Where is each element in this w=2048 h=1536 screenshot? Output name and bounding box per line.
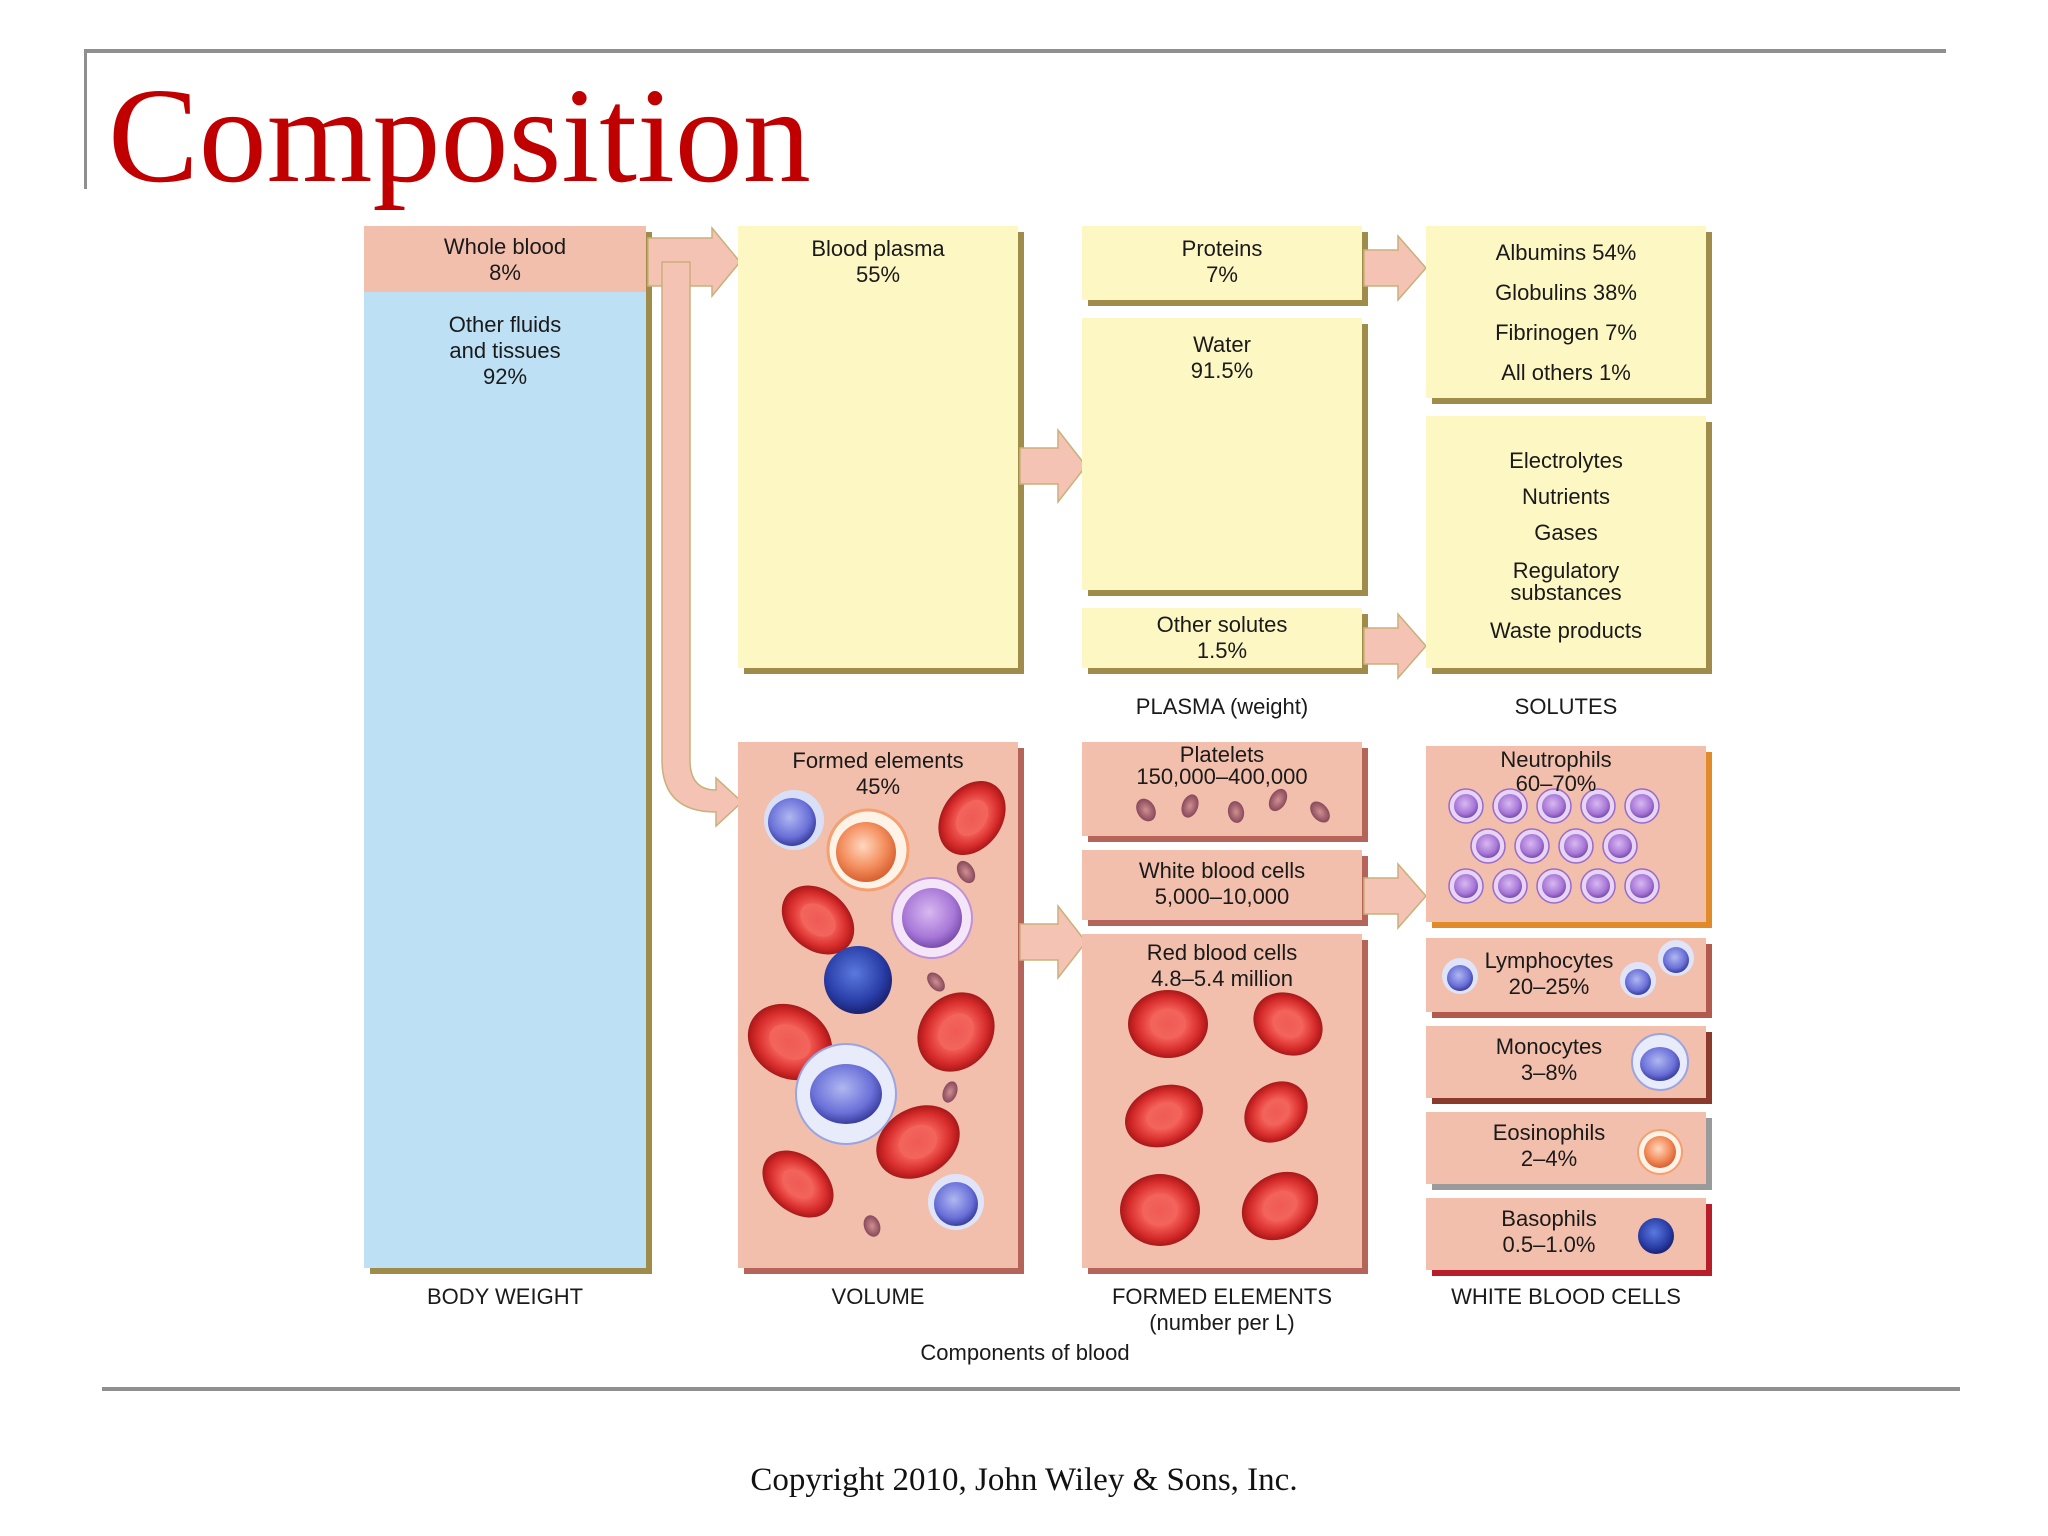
neutrophil-nucleus [1586, 874, 1610, 898]
platelets-box [1082, 742, 1362, 836]
formed-elements-label: Formed elements 45% [792, 748, 964, 799]
red-blood-cell-icon [762, 1150, 834, 1218]
monocyte-icon [795, 1043, 897, 1145]
lymphocytes-icons [1442, 940, 1694, 998]
red-blood-cell-icon [938, 780, 1006, 856]
column-white-blood-cells: WHITE BLOOD CELLS [1451, 1284, 1681, 1309]
neutrophil-nucleus [1520, 834, 1544, 858]
waste-products-label: Waste products [1489, 618, 1643, 643]
other-solutes-label: Other solutes 1.5% [1156, 612, 1288, 663]
other-fluids-box [364, 292, 646, 1268]
wbc-label: White blood cells 5,000–10,000 [1138, 858, 1306, 909]
column-volume: VOLUME [831, 1284, 925, 1309]
monocyte-small-icon [1631, 1033, 1689, 1091]
left-rule [84, 49, 87, 189]
water-label: Water 91.5% [1190, 332, 1254, 383]
albumins-label: Albumins 54% [1495, 240, 1637, 265]
red-blood-cell-icon [1125, 1084, 1203, 1148]
neutrophil-nucleus [1630, 794, 1654, 818]
neutrophil-nucleus [1608, 834, 1632, 858]
fibrinogen-label: Fibrinogen 7% [1495, 320, 1637, 345]
connector-arrows [647, 225, 1427, 981]
top-rule [84, 49, 1946, 53]
basophil-small-icon [1638, 1218, 1674, 1254]
red-blood-cell-icon [1128, 990, 1208, 1058]
neutrophil-nucleus [1476, 834, 1500, 858]
nutrients-label: Nutrients [1521, 484, 1611, 509]
column-formed-elements: FORMED ELEMENTS (number per L) [1111, 1284, 1333, 1335]
neutrophil-nucleus [1586, 794, 1610, 818]
neutrophil-nucleus [1454, 794, 1478, 818]
rbc-box-cells [1120, 990, 1323, 1246]
regulatory-substances-label: Regulatory substances [1510, 558, 1622, 605]
red-blood-cell-icon [917, 992, 995, 1072]
red-blood-cell-icon [1120, 1174, 1200, 1246]
protein-list-box [1426, 226, 1706, 398]
blood-plasma-label: Blood plasma 55% [811, 236, 945, 287]
eosinophils-label: Eosinophils 2–4% [1492, 1120, 1606, 1171]
electrolytes-label: Electrolytes [1509, 448, 1623, 473]
basophils-label: Basophils 0.5–1.0% [1501, 1206, 1597, 1257]
red-blood-cell-icon [876, 1105, 960, 1179]
gases-label: Gases [1534, 520, 1598, 545]
solute-list-box [1426, 416, 1706, 668]
bottom-rule [102, 1387, 1960, 1391]
red-blood-cell-icon [1241, 1171, 1319, 1241]
column-body-weight: BODY WEIGHT [426, 1284, 584, 1309]
lymphocyte-icon [928, 1174, 984, 1230]
lymphocyte-icon [764, 790, 824, 850]
neutrophil-nucleus [1630, 874, 1654, 898]
red-blood-cell-icon [1253, 992, 1323, 1056]
neutrophil-icon [891, 877, 973, 959]
globulins-label: Globulins 38% [1495, 280, 1637, 305]
red-blood-cell-icon [781, 885, 855, 955]
formed-elements-cells [747, 780, 1006, 1237]
rbc-label: Red blood cells 4.8–5.4 million [1146, 940, 1298, 991]
neutrophils-grid [1448, 788, 1660, 904]
monocytes-label: Monocytes 3–8% [1495, 1034, 1603, 1085]
neutrophil-nucleus [1542, 794, 1566, 818]
eosinophil-small-icon [1637, 1129, 1683, 1175]
neutrophil-nucleus [1542, 874, 1566, 898]
platelets-label: Platelets 150,000–400,000 [1136, 742, 1308, 789]
proteins-box [1082, 226, 1362, 300]
column-plasma: PLASMA (weight) [1135, 694, 1309, 719]
platelet-icon [863, 860, 976, 1237]
neutrophils-label: Neutrophils 60–70% [1500, 747, 1612, 796]
basophil-icon [824, 946, 892, 1014]
water-box [1082, 318, 1362, 590]
slide-title: Composition [108, 61, 811, 211]
diagram-caption: Components of blood [920, 1340, 1130, 1365]
other-fluids-label: Other fluids and tissues 92% [448, 312, 562, 389]
other-solutes-box [1082, 608, 1362, 668]
neutrophil-nucleus [1498, 794, 1522, 818]
neutrophil-nucleus [1564, 834, 1588, 858]
whole-blood-label: Whole blood 8% [443, 234, 567, 285]
column-solutes: SOLUTES [1514, 694, 1618, 719]
all-others-label: All others 1% [1501, 360, 1631, 385]
copyright-text: Copyright 2010, John Wiley & Sons, Inc. [750, 1462, 1298, 1498]
neutrophil-nucleus [1498, 874, 1522, 898]
proteins-label: Proteins 7% [1181, 236, 1263, 287]
platelets-box-cells [1136, 788, 1330, 823]
eosinophil-icon [826, 808, 910, 892]
blood-plasma-box [738, 226, 1018, 668]
whole-blood-box [364, 226, 646, 292]
wbc-box [1082, 850, 1362, 920]
red-blood-cell-icon [1244, 1081, 1308, 1143]
lymphocytes-label: Lymphocytes 20–25% [1484, 948, 1614, 999]
wbc-type-shadows [1432, 752, 1712, 1276]
neutrophil-nucleus [1454, 874, 1478, 898]
